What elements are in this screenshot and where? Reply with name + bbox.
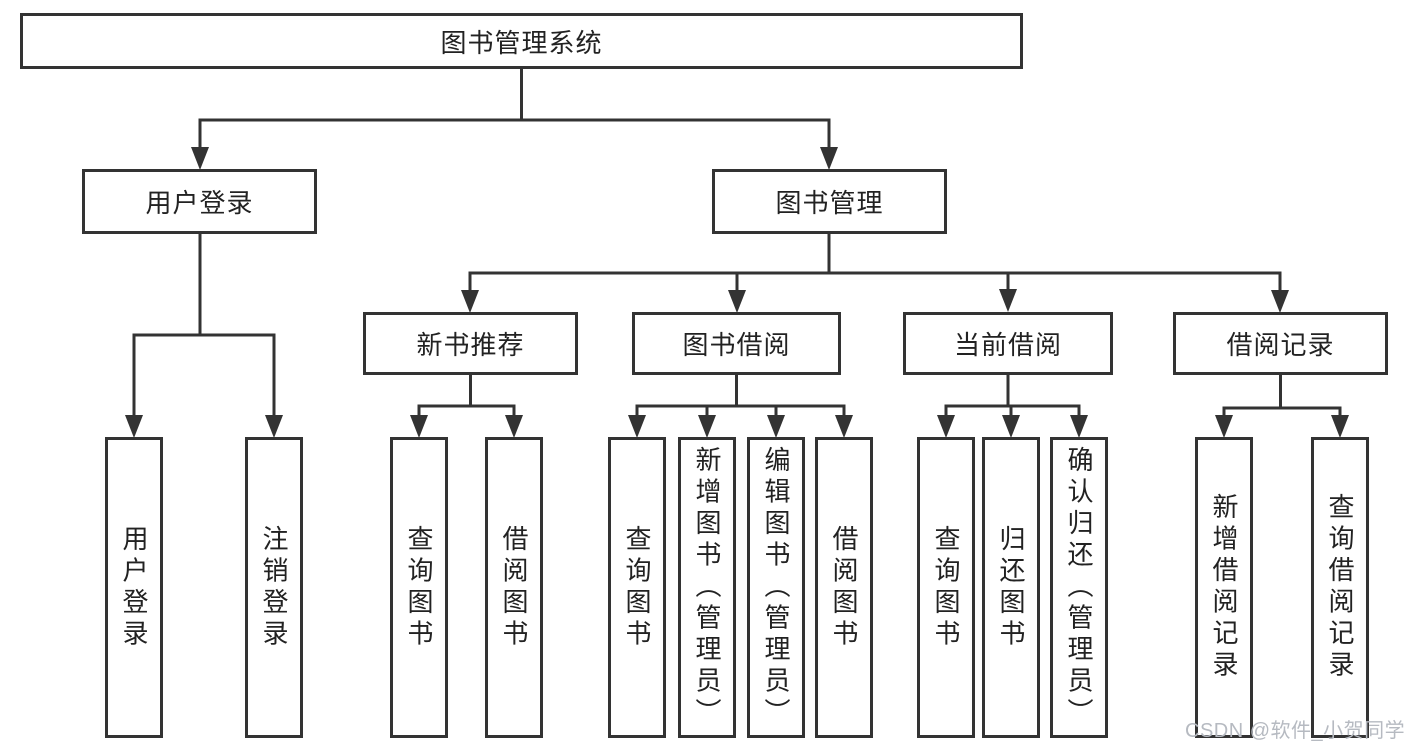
arrowhead (1070, 415, 1088, 438)
node-new-book-recommend: 新书推荐 (363, 312, 578, 375)
arrowhead (1271, 290, 1289, 313)
leaf-logout: 注销登录 (245, 437, 303, 738)
arrowhead (191, 147, 209, 170)
arrowhead (698, 415, 716, 438)
node-book-borrow: 图书借阅 (632, 312, 841, 375)
arrowhead (1331, 415, 1349, 438)
arrowhead (461, 290, 479, 313)
arrowhead (265, 415, 283, 438)
leaf-nb-query-book: 查询图书 (390, 437, 448, 738)
node-current-borrow: 当前借阅 (903, 312, 1113, 375)
csdn-watermark: CSDN @软件_小贺同学 (1185, 720, 1405, 742)
arrowhead (628, 415, 646, 438)
leaf-cb-return-book: 归还图书 (982, 437, 1040, 738)
arrowhead (410, 415, 428, 438)
arrowhead (1215, 415, 1233, 438)
arrowhead (1002, 415, 1020, 438)
arrowhead (999, 289, 1017, 312)
node-root: 图书管理系统 (20, 13, 1023, 69)
node-borrow-records: 借阅记录 (1173, 312, 1388, 375)
arrowheads (125, 147, 1349, 438)
node-book-management: 图书管理 (712, 169, 947, 234)
node-user-login: 用户登录 (82, 169, 317, 234)
tree-edges-path (132, 69, 1342, 420)
leaf-bb-edit-book: 编辑图书（管理员） (747, 437, 805, 738)
arrowhead (937, 415, 955, 438)
arrowhead (125, 415, 143, 438)
arrowhead (505, 415, 523, 438)
leaf-br-add-record: 新增借阅记录 (1195, 437, 1253, 738)
leaf-user-login: 用户登录 (105, 437, 163, 738)
leaf-nb-borrow-book: 借阅图书 (485, 437, 543, 738)
arrowhead (820, 147, 838, 170)
arrowhead (728, 290, 746, 313)
leaf-bb-query-book: 查询图书 (608, 437, 666, 738)
arrowhead (767, 415, 785, 438)
leaf-br-query-record: 查询借阅记录 (1311, 437, 1369, 738)
arrowhead (835, 415, 853, 438)
leaf-cb-confirm-return: 确认归还（管理员） (1050, 437, 1108, 738)
leaf-bb-borrow-book: 借阅图书 (815, 437, 873, 738)
leaf-cb-query-book: 查询图书 (917, 437, 975, 738)
leaf-bb-add-book: 新增图书（管理员） (678, 437, 736, 738)
